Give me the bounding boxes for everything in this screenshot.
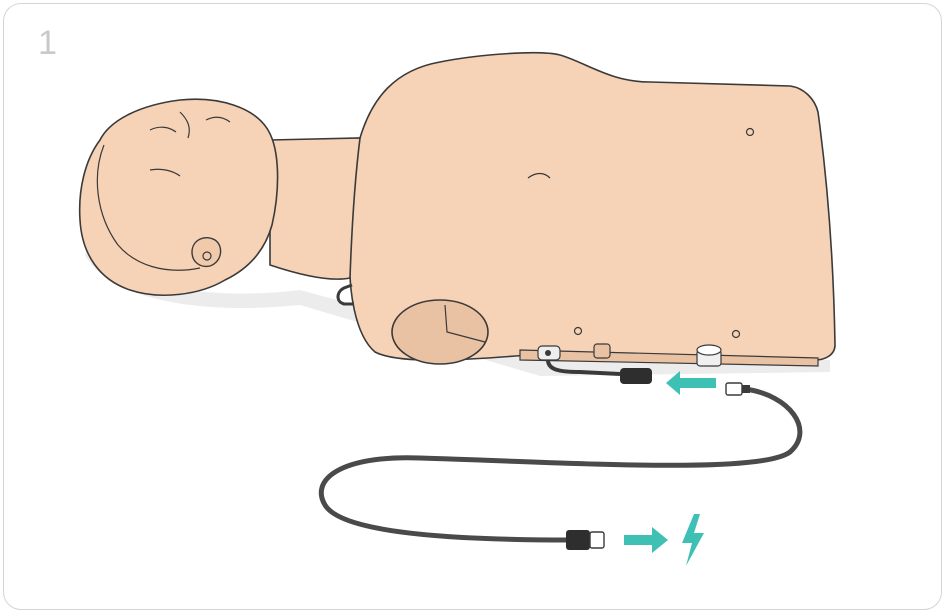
shoulder-socket — [392, 300, 488, 364]
arrow-right-icon — [624, 527, 668, 553]
manikin-neck — [270, 138, 360, 279]
arrow-left-icon — [666, 371, 716, 395]
manikin-head — [80, 99, 278, 295]
cable-end-connector — [726, 383, 750, 395]
usb-cable — [321, 389, 800, 540]
usb-plug — [566, 530, 604, 550]
lightning-bolt-icon — [682, 514, 704, 566]
bottom-connector — [697, 345, 721, 366]
